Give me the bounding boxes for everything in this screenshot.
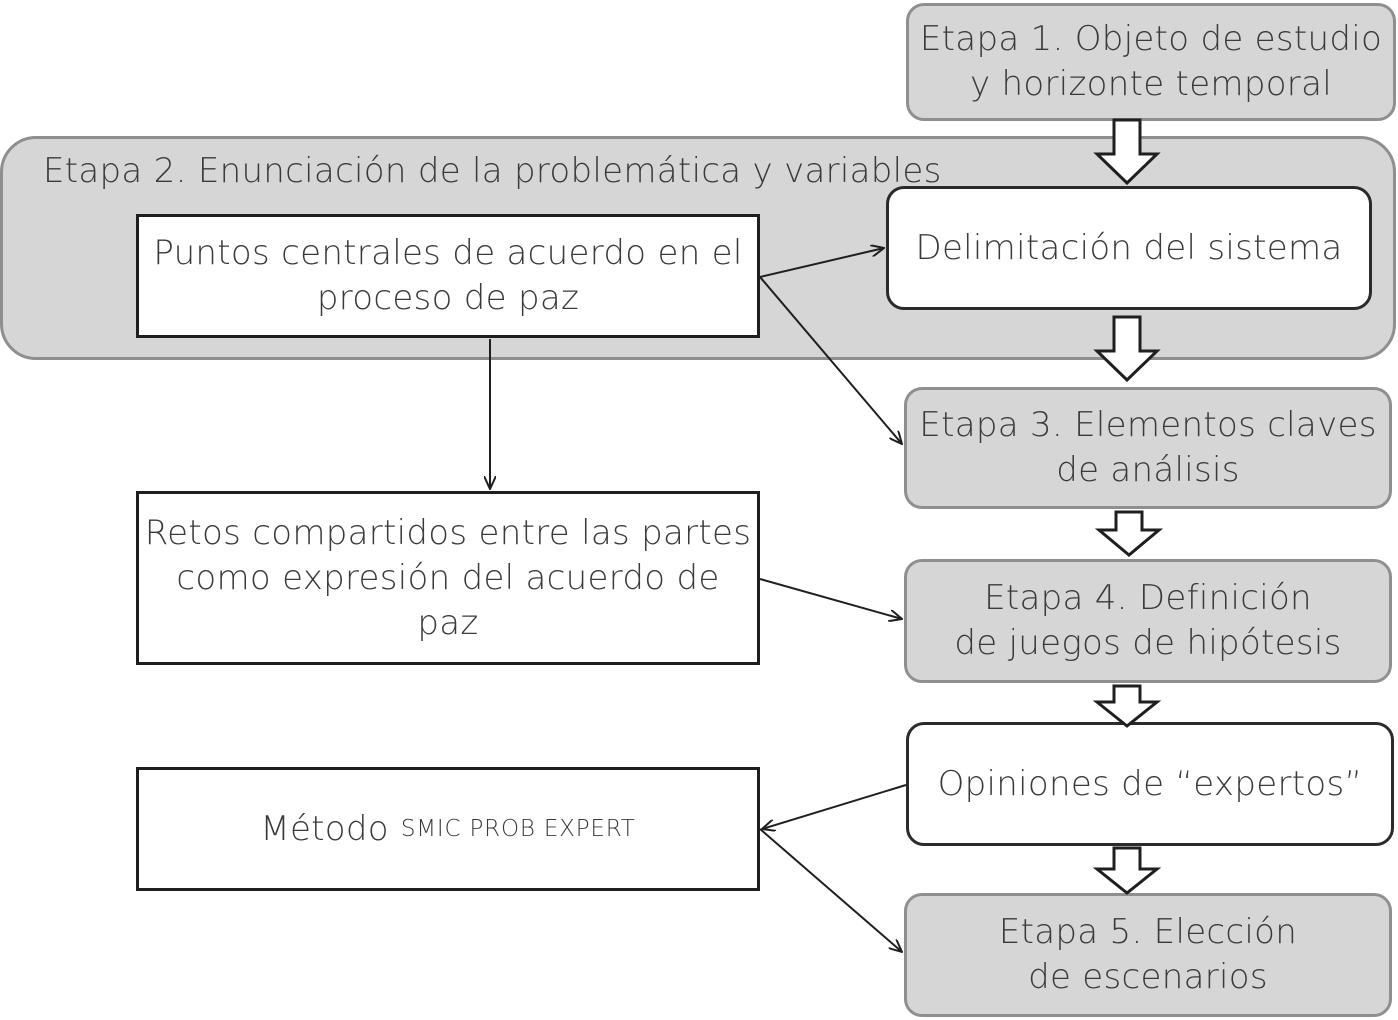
retos-compartidos-box: Retos compartidos entre las partes como … xyxy=(136,491,760,665)
stage-3-box: Etapa 3. Elementos claves de análisis xyxy=(904,387,1392,509)
opiniones-box: Opiniones de “expertos” xyxy=(906,722,1394,846)
stage-4-box: Etapa 4. Definición de juegos de hipótes… xyxy=(904,559,1392,683)
block-arrow-delimitacion-to-stage-3 xyxy=(1093,315,1161,383)
arrow-opiniones-to-metodo xyxy=(762,784,907,829)
metodo-box: Método SMIC PROB EXPERT xyxy=(136,767,760,891)
metodo-label: Método xyxy=(260,808,389,849)
block-arrow-stage-1-to-delimitacion xyxy=(1093,118,1161,186)
arrow-retos-to-stage-4 xyxy=(759,578,902,619)
delimitacion-box: Delimitación del sistema xyxy=(886,186,1372,310)
arrow-metodo-to-stage-5 xyxy=(759,828,902,952)
puntos-centrales-box: Puntos centrales de acuerdo en el proces… xyxy=(136,214,760,338)
stage-1-box: Etapa 1. Objeto de estudio y horizonte t… xyxy=(906,3,1396,121)
stage-2-title: Etapa 2. Enunciación de la problemática … xyxy=(43,151,942,191)
stage-5-box: Etapa 5. Elección de escenarios xyxy=(904,893,1392,1017)
arrow-puntos-to-delimitacion xyxy=(759,248,884,278)
arrow-puntos-to-stage-3 xyxy=(759,276,902,444)
block-arrow-stage-3-to-stage-4 xyxy=(1094,510,1164,557)
block-arrow-opiniones-to-stage-5 xyxy=(1092,846,1162,895)
metodo-acronym: SMIC PROB EXPERT xyxy=(400,815,636,842)
block-arrow-stage-4-to-opiniones xyxy=(1092,684,1162,728)
